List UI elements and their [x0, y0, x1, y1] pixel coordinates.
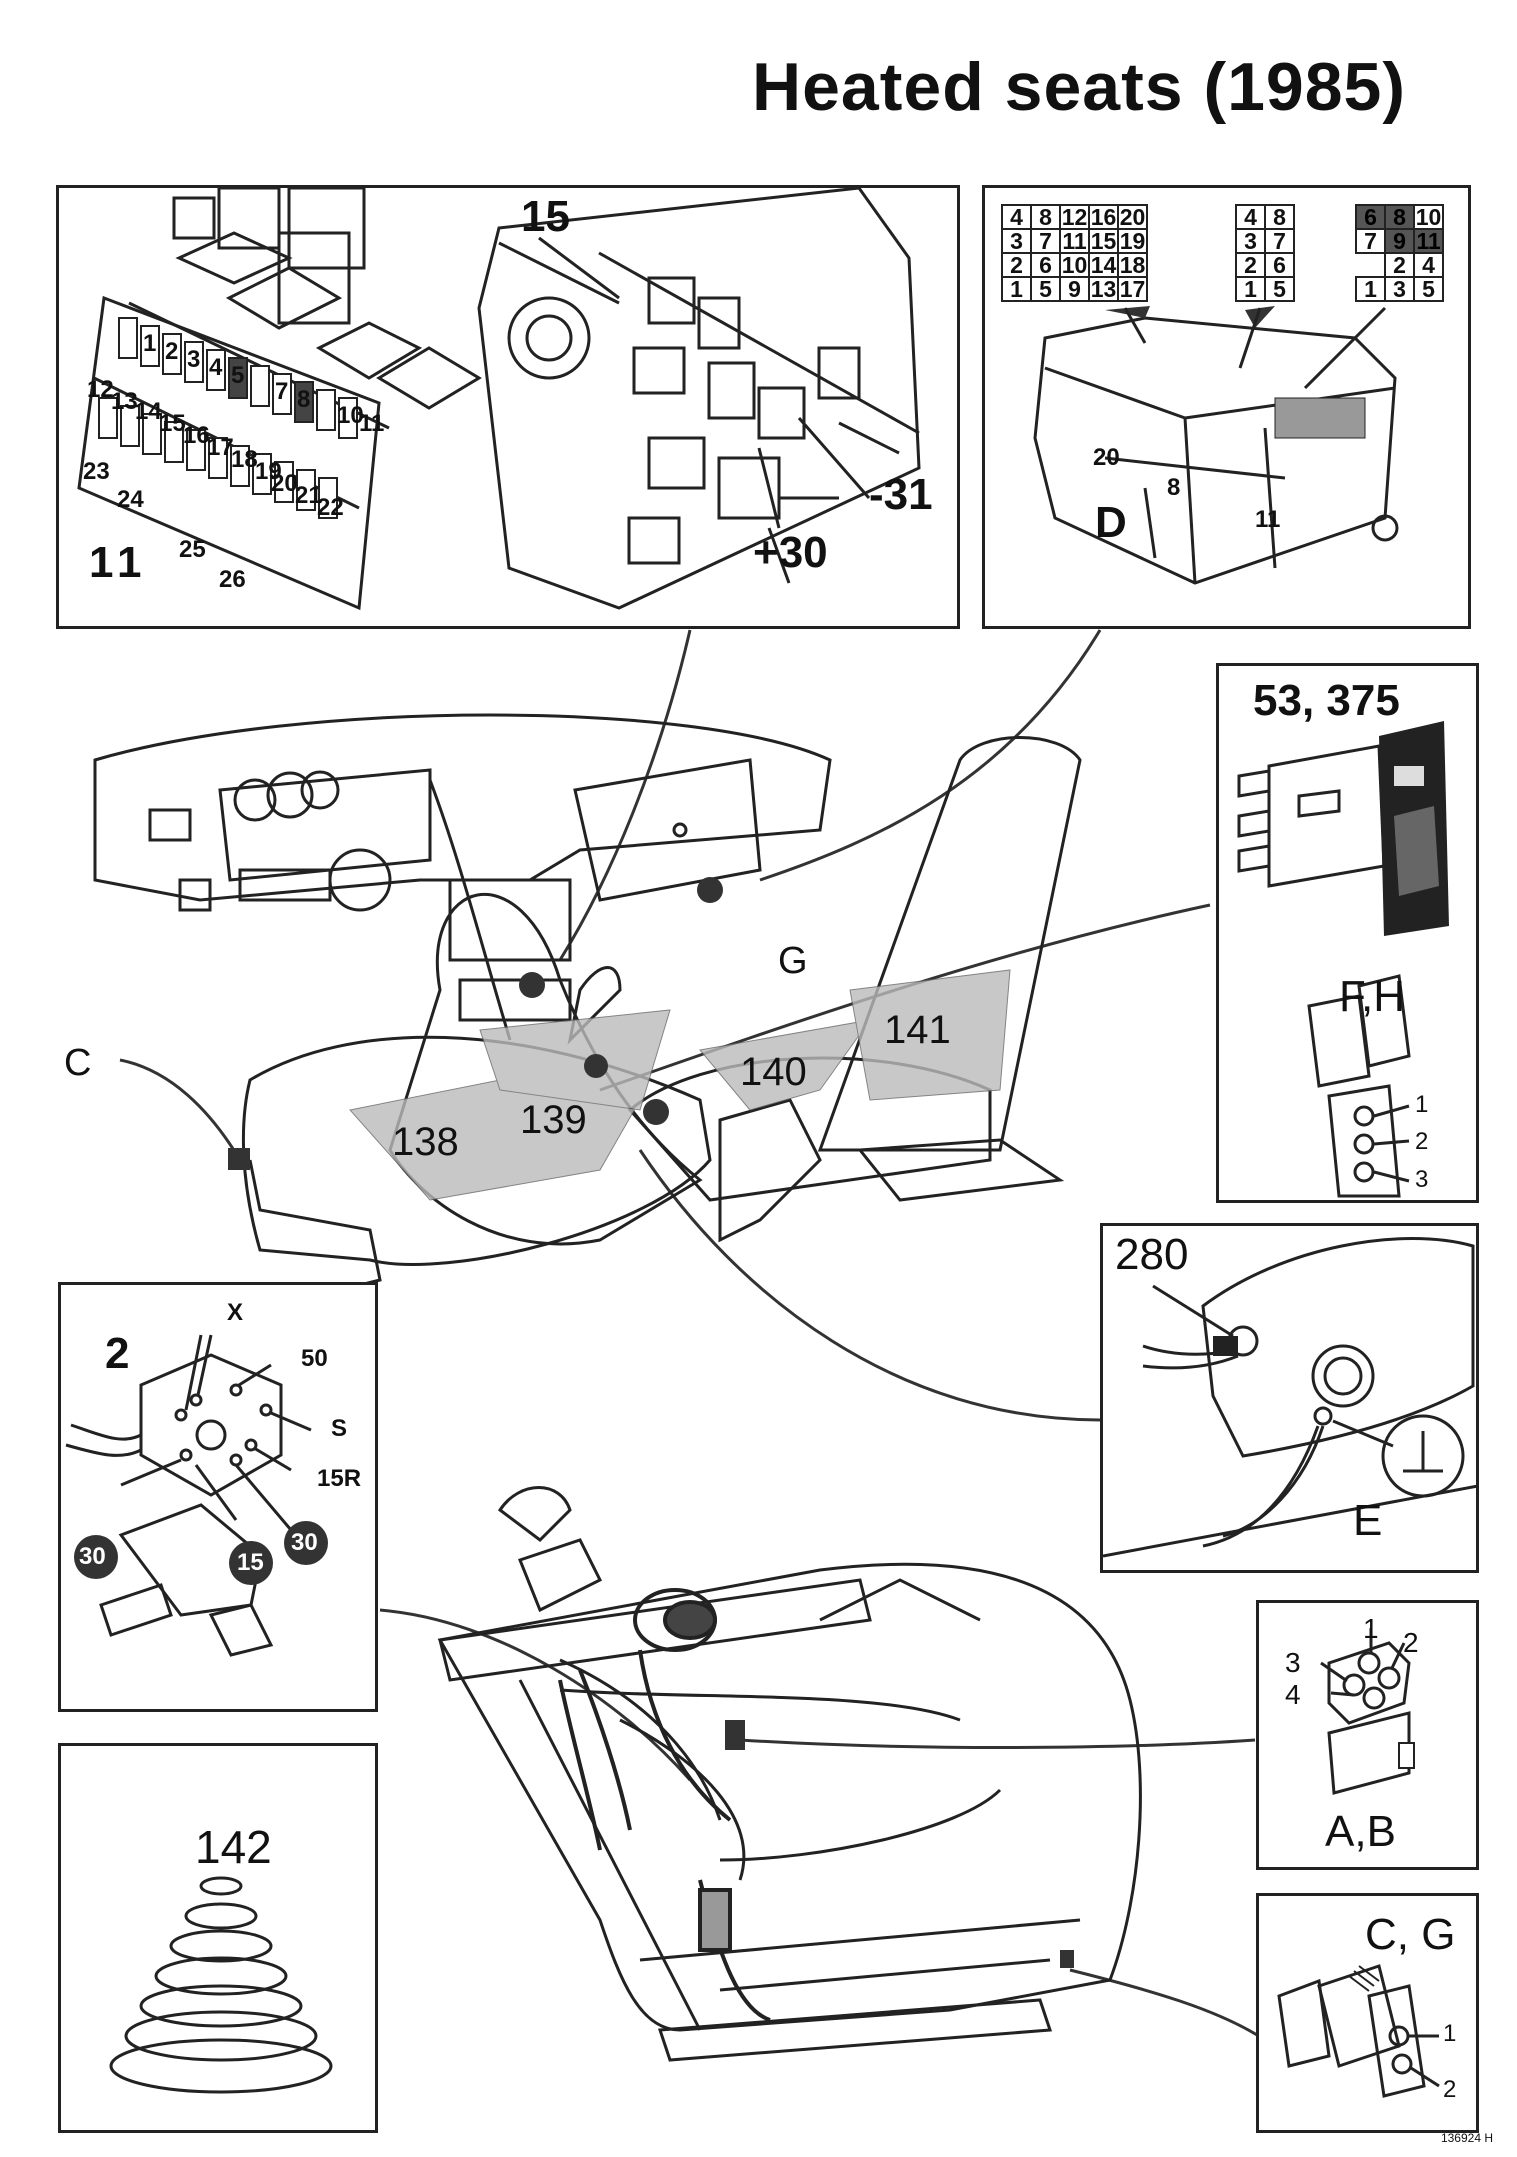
fuse-box-panel: 1 2 3 4 5 6 7 8 9 10 11 12 13 14 15 16 1… [56, 185, 960, 629]
fuse-number-2: 2 [165, 338, 179, 365]
connector-ab-ref: A,B [1325, 1807, 1396, 1856]
fuse-number-24: 24 [117, 486, 144, 513]
image-code: 136924 H [1440, 2131, 1493, 2145]
switch-drawing [1237, 721, 1449, 1198]
ignition-panel: 2 X 50 S 15R 30 15 30 [58, 1282, 378, 1712]
fuse-number-16: 16 [183, 422, 210, 449]
switch-ref: 53, 375 [1253, 676, 1400, 725]
ground-panel: 280 E [1100, 1223, 1479, 1573]
plus30-label: +30 [753, 528, 828, 577]
circle-15: 15 [237, 1549, 264, 1576]
fuse-number-10: 10 [337, 402, 364, 429]
fuse-number-11: 11 [359, 410, 385, 437]
fuse-number-8: 8 [297, 386, 311, 413]
fuse-number-3: 3 [187, 346, 201, 373]
ab-pin-3: 3 [1285, 1647, 1301, 1678]
fuse-number-6: 6 [255, 370, 269, 397]
minus31-label: -31 [869, 470, 933, 519]
ground-ref: 280 [1115, 1230, 1189, 1279]
seat-label-g: G [778, 940, 808, 982]
connector-cg-panel: C, G 1 2 [1256, 1893, 1479, 2133]
spring-drawing [109, 1876, 333, 2094]
fuse-number-14: 14 [135, 398, 162, 425]
ab-pin-1: 1 [1363, 1613, 1379, 1644]
fuse-number-7: 7 [275, 378, 289, 405]
central-unit-ref: 15 [521, 192, 570, 241]
fh-pin-1: 1 [1415, 1091, 1429, 1118]
spring-ref: 142 [195, 1821, 272, 1873]
fuse-number-21: 21 [295, 482, 322, 509]
fuse-number-20: 20 [271, 470, 298, 497]
ground-point-e: E [1353, 1496, 1383, 1545]
connector-ab-panel: 1 2 3 4 A,B [1256, 1600, 1479, 1870]
connector-cg-drawing [1277, 1964, 1440, 2098]
connector-ab-drawing [1320, 1628, 1415, 1795]
fuse-number-15: 15 [159, 410, 186, 437]
fuse-number-22: 22 [317, 494, 344, 521]
fuse-number-12: 12 [87, 376, 114, 403]
cg-pin-1: 1 [1443, 2020, 1457, 2047]
heating-pad-138: 138 [392, 1120, 459, 1164]
fuse-number-25: 25 [179, 536, 206, 563]
fh-pin-3: 3 [1415, 1166, 1429, 1193]
connector-d-drawing [1033, 306, 1399, 585]
ab-pin-4: 4 [1285, 1679, 1301, 1710]
page-title: Heated seats (1985) [752, 49, 1407, 125]
connector-cg-ref: C, G [1365, 1910, 1456, 1959]
terminal-s: S [331, 1415, 348, 1442]
ab-pin-2: 2 [1403, 1627, 1419, 1658]
heating-pad-139: 139 [520, 1098, 587, 1142]
ground-drawing [1103, 1237, 1478, 1558]
fuse-number-18: 18 [231, 446, 258, 473]
ignition-ref: 2 [105, 1329, 130, 1378]
fuse-number-26: 26 [219, 566, 246, 593]
switch-panel: 53, 375 F,H 1 2 3 [1216, 663, 1479, 1203]
fuse-number-4: 4 [209, 354, 223, 381]
fuse-number-23: 23 [83, 458, 110, 485]
terminal-x: X [227, 1299, 244, 1326]
circle-30-left: 30 [79, 1543, 106, 1570]
heating-pad-140: 140 [740, 1050, 807, 1094]
ignition-drawing [65, 1334, 328, 1657]
fuse-box-drawing [77, 188, 921, 611]
connector-d-ref: D [1095, 498, 1127, 547]
fuse-number-9: 9 [321, 394, 335, 421]
terminal-15r: 15R [317, 1465, 362, 1492]
fuse-number-13: 13 [111, 388, 138, 415]
connector-d-label-8: 8 [1167, 474, 1181, 501]
fuse-number-1: 1 [143, 330, 157, 357]
fh-pin-2: 2 [1415, 1128, 1429, 1155]
circle-30-right: 30 [291, 1529, 318, 1556]
fuse-number-5: 5 [231, 362, 245, 389]
fuse-number-19: 19 [255, 458, 282, 485]
terminal-50: 50 [301, 1345, 328, 1372]
connector-fh-ref: F,H [1339, 972, 1405, 1021]
cg-pin-2: 2 [1443, 2076, 1457, 2103]
seat-label-c: C [64, 1042, 92, 1084]
spring-panel: 142 [58, 1743, 378, 2133]
fuse-number-17: 17 [207, 434, 234, 461]
fusebox-ref: 11 [89, 538, 148, 587]
heating-pad-141: 141 [884, 1008, 951, 1052]
connector-d-label-20: 20 [1093, 444, 1120, 471]
connector-d-label-11: 11 [1255, 506, 1281, 533]
